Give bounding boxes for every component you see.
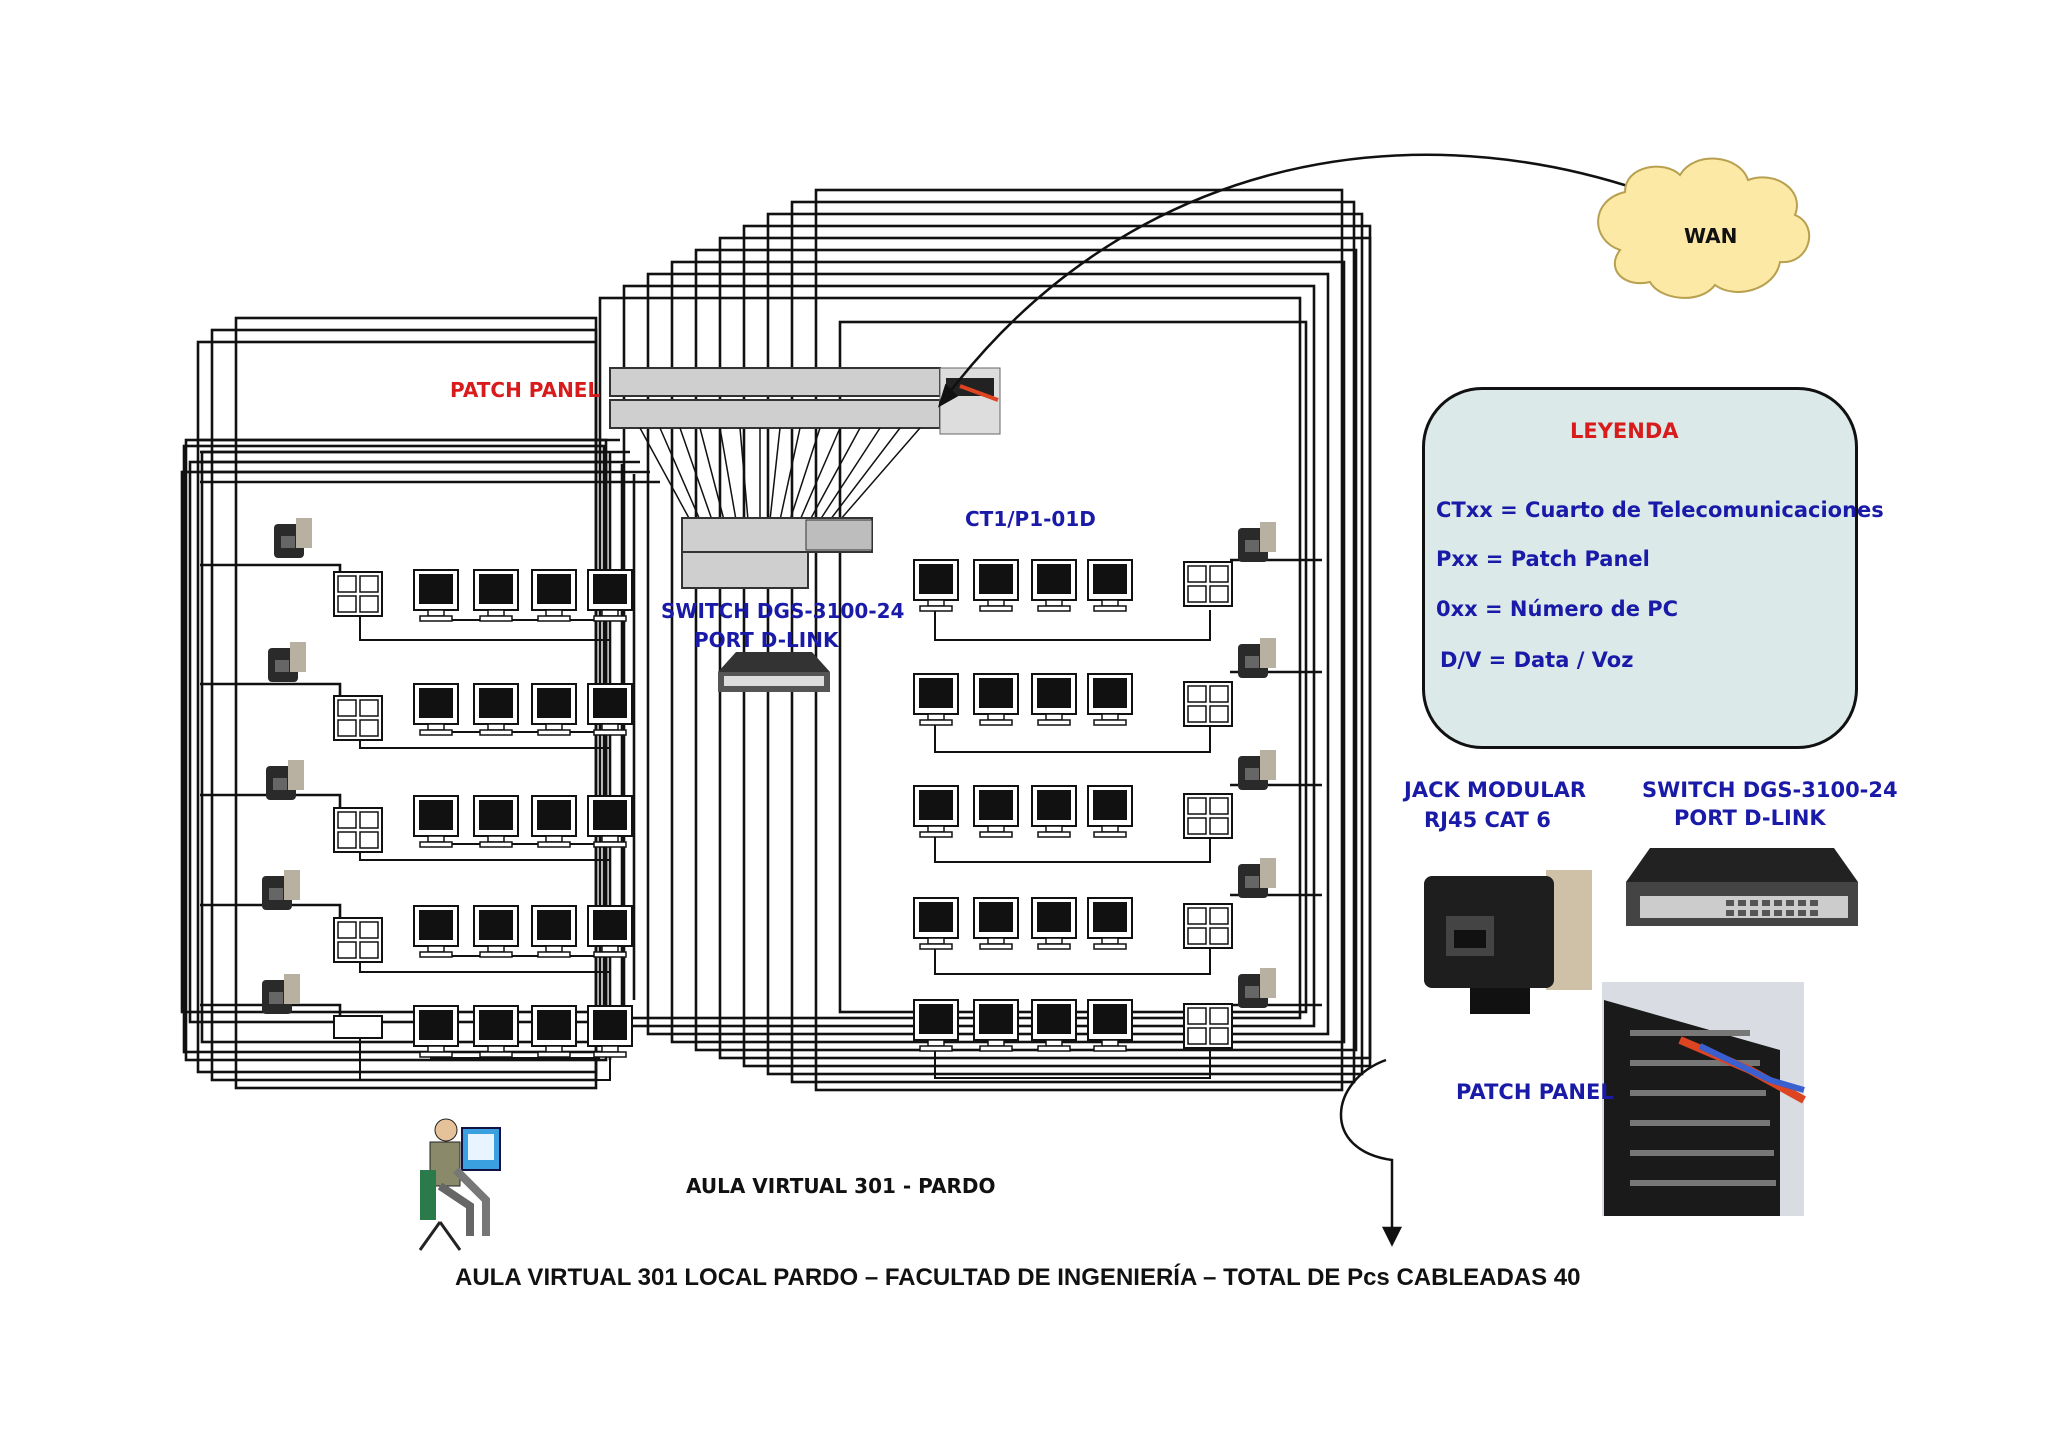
switch-photo-label-line1: SWITCH DGS-3100-24 <box>1642 778 1898 802</box>
legend-item-dv: D/V = Data / Voz <box>1440 648 1634 672</box>
jack-label-line2: RJ45 CAT 6 <box>1424 808 1551 832</box>
wan-link-arrow <box>937 153 1641 408</box>
switch-photo <box>1626 848 1858 926</box>
down-arrow <box>1339 1058 1403 1247</box>
switch-icon <box>718 652 830 692</box>
ct-label: CT1/P1-01D <box>965 507 1096 531</box>
wan-cloud-icon <box>1597 157 1811 299</box>
user-at-computer-icon <box>418 1118 501 1251</box>
patch-panel-photo <box>1602 982 1806 1216</box>
jack-label-line1: JACK MODULAR <box>1404 778 1587 802</box>
legend-item-ctxx: CTxx = Cuarto de Telecomunicaciones <box>1436 498 1884 522</box>
legend-box <box>1422 387 1858 749</box>
legend-title: LEYENDA <box>1570 419 1679 443</box>
switch-block <box>681 517 873 589</box>
rj45-jack-photo <box>1424 870 1592 1014</box>
right-workstations <box>913 522 1276 1052</box>
patch-fanout <box>639 427 921 521</box>
switch-label-line2: PORT D-LINK <box>694 628 839 652</box>
patch-panel-label: PATCH PANEL <box>450 378 601 402</box>
switch-photo-label-line2: PORT D-LINK <box>1674 806 1826 830</box>
footer-title: AULA VIRTUAL 301 LOCAL PARDO – FACULTAD … <box>455 1264 1581 1291</box>
row-cabling-right <box>934 610 1211 1079</box>
legend-item-pxx: Pxx = Patch Panel <box>1436 547 1650 571</box>
legend-item-0xx: 0xx = Número de PC <box>1436 597 1679 621</box>
left-workstations <box>262 518 633 1058</box>
room-label: AULA VIRTUAL 301 - PARDO <box>686 1174 996 1198</box>
patch-panel-photo-label: PATCH PANEL <box>1456 1080 1614 1104</box>
switch-label-line1: SWITCH DGS-3100-24 <box>661 599 905 623</box>
wan-label: WAN <box>1684 224 1738 248</box>
patch-panel-top <box>609 367 1001 435</box>
